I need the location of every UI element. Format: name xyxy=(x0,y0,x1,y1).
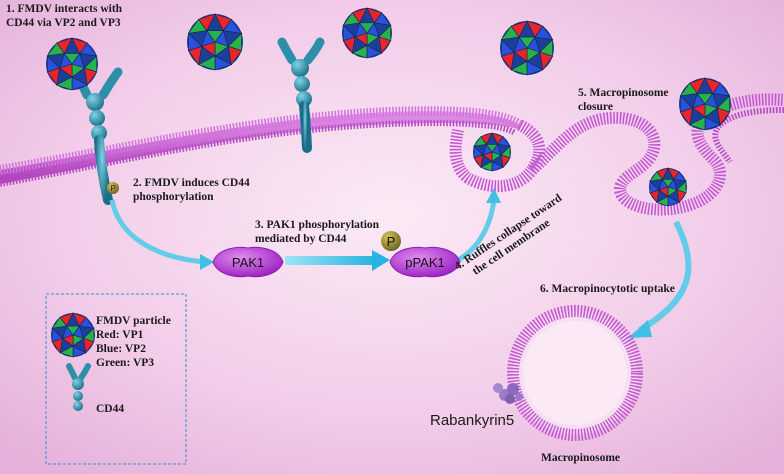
cd44-molecule-mid xyxy=(277,37,325,153)
fmdv-particle-legend-icon xyxy=(51,312,95,358)
svg-text:P: P xyxy=(110,184,115,193)
arrow-cd44-to-pak1 xyxy=(109,199,214,270)
svg-text:pPAK1: pPAK1 xyxy=(405,255,445,270)
arrow-closure-to-uptake xyxy=(628,220,692,338)
cd44-molecule-left xyxy=(70,65,123,205)
cd44-phospho-badge: P xyxy=(107,182,119,194)
svg-text:P: P xyxy=(387,234,396,249)
legend-particle-text: FMDV particle Red: VP1 Blue: VP2 Green: … xyxy=(96,315,171,369)
arrow-pak1-to-ppak1 xyxy=(285,250,390,271)
ppak1-node: pPAK1 P xyxy=(381,231,461,278)
fmdv-particle-free-1-icon xyxy=(187,13,243,71)
svg-text:PAK1: PAK1 xyxy=(232,255,264,270)
legend-box xyxy=(45,293,187,465)
fmdv-particle-free-3-icon xyxy=(500,20,554,76)
step6-label: 6. Macropinocytotic uptake xyxy=(540,283,675,295)
fmdv-particle-ruffle-icon xyxy=(473,132,511,172)
arrow-ppak1-to-ruffle xyxy=(456,188,501,263)
fmdv-particle-free-4-icon xyxy=(679,77,731,131)
legend-cd44-text: CD44 xyxy=(96,403,125,415)
macropinosome-label: Macropinosome xyxy=(541,452,621,464)
ppak1-phospho-icon xyxy=(381,231,401,251)
fmdv-particle-free-2-icon xyxy=(342,7,392,59)
rabankyrin5-label: Rabankyrin5 xyxy=(430,412,515,429)
fmdv-particle-closure-icon xyxy=(649,167,687,207)
fmdv-particle-bound-icon xyxy=(46,37,98,91)
macropinosome xyxy=(507,305,643,441)
rabankyrin5-icon xyxy=(493,383,523,404)
pak1-node: PAK1 xyxy=(212,246,284,278)
legend-cd44-icon xyxy=(66,363,91,444)
